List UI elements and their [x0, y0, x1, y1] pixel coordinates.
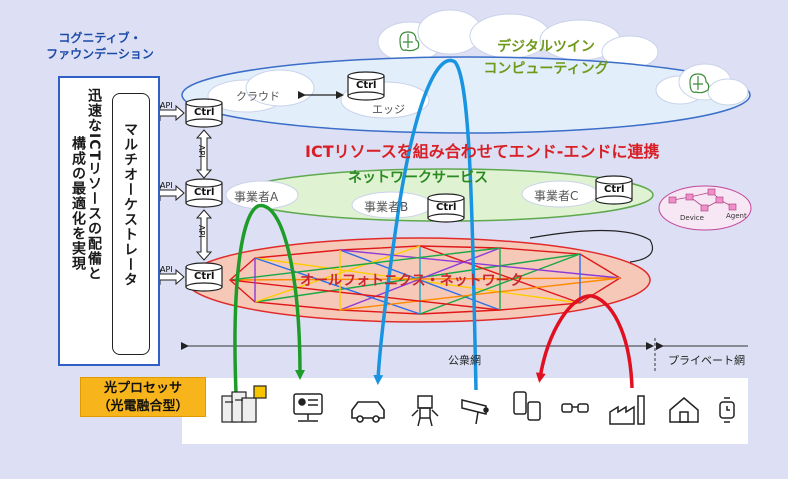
camera-icon [461, 399, 489, 425]
network-range-line [181, 338, 748, 372]
device-agent-bubble [658, 185, 752, 231]
glasses-icon [561, 403, 589, 413]
vertical-description-1: 迅速なICTリソースの配備と [86, 88, 102, 282]
api-arrow-vertical [195, 209, 213, 261]
orchestrator-label: マルチオーケストレータ [122, 122, 138, 287]
api-label-vertical: API [197, 145, 206, 158]
endpoint-band [182, 378, 748, 444]
cognitive-title-line1: コグニティブ・ [58, 31, 142, 45]
digital-twin-title: デジタルツイン コンピューティング [466, 36, 626, 80]
end-to-end-headline: ICTリソースを組み合わせてエンド-エンドに連携 [305, 142, 660, 161]
api-arrow-vertical [195, 129, 213, 179]
photonic-network [185, 229, 654, 323]
ctrl-cylinder [595, 175, 633, 205]
photonic-mesh [228, 245, 622, 315]
ctrl-cylinder [427, 193, 465, 223]
home-icon [669, 397, 699, 423]
red-path-arrow [535, 294, 634, 389]
provider-b-label: 事業者B [364, 200, 409, 214]
optical-processor-line2: （光電融合型） [97, 399, 189, 414]
api-label: API [160, 181, 173, 190]
api-label-vertical: API [197, 225, 206, 238]
cloud-shape-top [377, 9, 659, 69]
edge-label: エッジ [372, 103, 405, 116]
api-arrow [151, 104, 185, 122]
optical-processor-line1: 光プロセッサ [103, 381, 182, 396]
ctrl-cylinder [185, 178, 223, 208]
watch-icon [719, 397, 735, 423]
ctrl-label: Ctrl [194, 107, 215, 118]
cognitive-title-line2: ファウンデーション [46, 47, 154, 61]
server-icon [221, 385, 267, 423]
public-network-label: 公衆網 [448, 354, 481, 367]
ctrl-label: Ctrl [194, 271, 215, 282]
photonic-network-title: オールフォトニクス・ネットワーク [300, 273, 524, 289]
api-arrow [151, 184, 185, 202]
device-label: Device [680, 214, 704, 222]
brain-icon [399, 31, 420, 52]
api-label: API [160, 265, 173, 274]
green-path-arrow [233, 204, 305, 394]
private-network-label: プライベート網 [668, 354, 745, 367]
digital-twin-title-line2: コンピューティング [483, 61, 609, 77]
api-arrow [151, 268, 185, 286]
cloud-layer [181, 9, 751, 134]
vertical-description-2: 構成の最適化を実現 [70, 136, 86, 271]
robot-icon [411, 395, 439, 427]
orchestrator-box [112, 93, 150, 355]
cloud-label: クラウド [236, 90, 280, 103]
ctrl-cylinder [185, 262, 223, 292]
blue-path-arrow [373, 58, 478, 391]
ctrl-label: Ctrl [356, 80, 377, 91]
provider-clouds [225, 180, 599, 219]
network-service-title: ネットワークサービス [348, 170, 488, 186]
provider-c-label: 事業者C [534, 189, 579, 203]
optical-processor-box: 光プロセッサ （光電融合型） [80, 377, 206, 417]
car-icon [351, 401, 385, 423]
ctrl-label: Ctrl [194, 187, 215, 198]
factory-icon [609, 395, 645, 425]
ctrl-label: Ctrl [604, 184, 625, 195]
ctrl-label: Ctrl [436, 202, 457, 213]
agent-label: Agent [726, 212, 747, 220]
digital-twin-title-line1: デジタルツイン [497, 39, 595, 55]
cognitive-foundation-title: コグニティブ・ ファウンデーション [40, 30, 160, 62]
photonic-loop-line [529, 229, 654, 263]
ctrl-cylinder [185, 98, 223, 128]
monitor-icon [293, 393, 323, 422]
ctrl-cylinder [347, 71, 385, 101]
cloud-ellipse [181, 56, 751, 134]
api-label: API [160, 101, 173, 110]
mobile-icon [513, 391, 541, 421]
brain-icon [689, 73, 710, 94]
provider-a-label: 事業者A [234, 190, 279, 204]
